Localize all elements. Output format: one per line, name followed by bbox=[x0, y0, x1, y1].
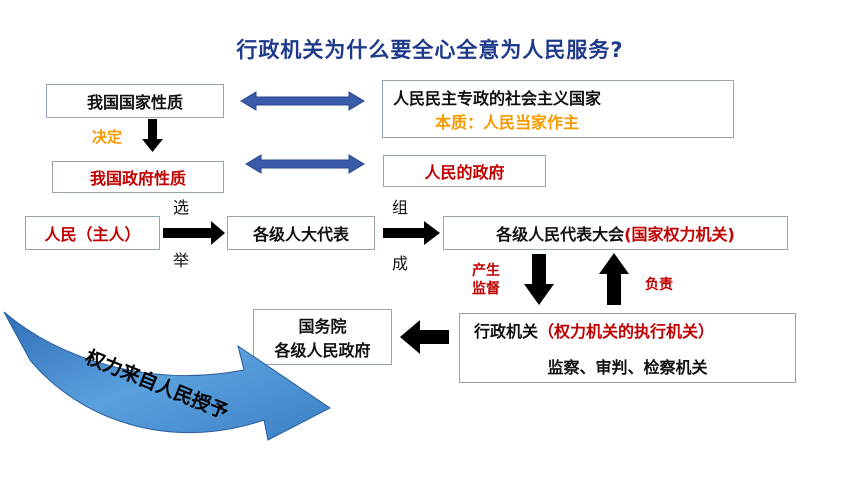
country-nature-text: 我国国家性质 bbox=[86, 93, 183, 112]
admin-line: 行政机关（权力机关的执行机关） bbox=[460, 318, 714, 342]
people-master-text: 人民（主人） bbox=[44, 225, 141, 244]
box-socialist-state: 人民民主专政的社会主义国家 本质：人民当家作主 bbox=[382, 80, 734, 138]
admin-text: 行政机关 bbox=[474, 322, 539, 341]
box-country-nature: 我国国家性质 bbox=[46, 84, 224, 118]
box-people-master: 人民（主人） bbox=[25, 216, 160, 250]
label-responsible: 负责 bbox=[645, 277, 673, 293]
box-deputies: 各级人大代表 bbox=[227, 216, 375, 250]
label-produce-1: 产生 bbox=[472, 263, 500, 279]
deputies-text: 各级人大代表 bbox=[252, 225, 349, 244]
supervision-text: 监察、审判、检察机关 bbox=[547, 358, 708, 377]
box-congress: 各级人民代表大会(国家权力机关) bbox=[443, 216, 788, 250]
arrow-responsible bbox=[599, 253, 629, 305]
arrow-form bbox=[383, 221, 440, 245]
label-elect-1: 选 bbox=[173, 198, 190, 217]
box-gov-nature: 我国政府性质 bbox=[52, 161, 224, 193]
socialist-state-text: 人民民主专政的社会主义国家 bbox=[393, 89, 602, 108]
label-elect-2: 举 bbox=[173, 251, 190, 270]
state-council-line1: 国务院 bbox=[298, 317, 347, 336]
label-decides: 决定 bbox=[92, 128, 123, 146]
banner-arrow bbox=[3, 311, 331, 441]
admin-note: （权力机关的执行机关） bbox=[538, 322, 715, 341]
people-gov-text: 人民的政府 bbox=[424, 163, 505, 182]
arrow-elect bbox=[163, 221, 225, 245]
double-arrow-2 bbox=[245, 154, 365, 174]
arrow-decides bbox=[142, 119, 163, 152]
arrow-produce bbox=[524, 254, 554, 305]
arrow-to-state-council bbox=[400, 320, 449, 354]
state-council-line2: 各级人民政府 bbox=[274, 341, 371, 360]
label-produce-2: 监督 bbox=[472, 281, 500, 297]
gov-nature-text: 我国政府性质 bbox=[89, 169, 186, 188]
page-title: 行政机关为什么要全心全意为人民服务? bbox=[236, 38, 624, 62]
double-arrow-1 bbox=[240, 91, 365, 111]
box-state-council: 国务院 各级人民政府 bbox=[253, 309, 392, 365]
label-form-1: 组 bbox=[392, 198, 409, 217]
box-admin: 行政机关（权力机关的执行机关） 监察、审判、检察机关 bbox=[459, 313, 796, 383]
essence-text: 本质：人民当家作主 bbox=[435, 113, 580, 132]
congress-text: 各级人民代表大会 bbox=[496, 225, 625, 244]
label-form-2: 成 bbox=[392, 254, 409, 273]
box-people-gov: 人民的政府 bbox=[383, 155, 546, 187]
label-produce: 产生 监督 bbox=[472, 262, 500, 298]
congress-note: (国家权力机关) bbox=[624, 225, 735, 244]
